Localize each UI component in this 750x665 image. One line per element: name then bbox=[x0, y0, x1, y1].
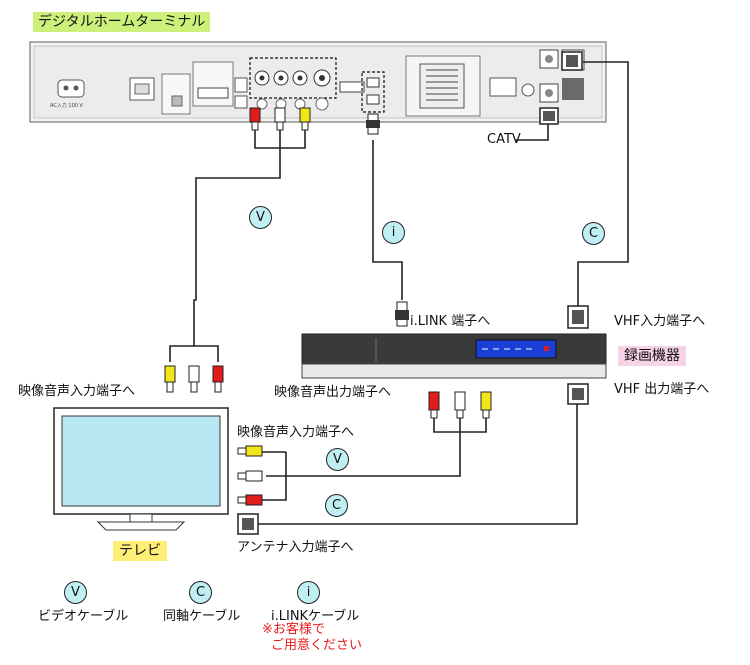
legend-video-badge: V bbox=[64, 581, 87, 604]
rca-plugs-recorder bbox=[428, 391, 492, 419]
rca-plugs-terminal bbox=[249, 107, 311, 131]
coax-cable-terminal-recorder bbox=[577, 61, 629, 306]
av-out-label: 映像音声出力端子へ bbox=[274, 385, 392, 400]
tv-av-in-label: 映像音声入力端子へ bbox=[237, 425, 355, 440]
recorder-label: 録画機器 bbox=[618, 346, 686, 366]
vhf-in-label: VHF入力端子へ bbox=[614, 314, 706, 329]
coax-cable-badge-lower: C bbox=[325, 494, 348, 517]
coax-plug-catv bbox=[539, 107, 559, 125]
ilink-cable-badge: i bbox=[382, 221, 405, 244]
note-line-1: ※お客様で bbox=[262, 622, 325, 637]
ilink-port-label: i.LINK 端子へ bbox=[410, 314, 491, 329]
video-cable-badge: V bbox=[249, 206, 272, 229]
ilink-cable bbox=[372, 140, 403, 300]
tv-label: テレビ bbox=[113, 541, 167, 561]
tv-device bbox=[53, 407, 229, 531]
note-line-2: ご用意ください bbox=[271, 638, 363, 653]
coax-cable-recorder-tv bbox=[258, 404, 578, 525]
antenna-in-label: アンテナ入力端子へ bbox=[237, 540, 354, 555]
rca-plugs-tv-side bbox=[237, 445, 263, 506]
recorder-device bbox=[301, 333, 607, 379]
coax-plug-terminal bbox=[561, 51, 583, 71]
vhf-out-label: VHF 出力端子へ bbox=[614, 382, 710, 397]
legend-ilink-label: i.LINKケーブル bbox=[271, 609, 360, 624]
legend-video-label: ビデオケーブル bbox=[38, 609, 129, 624]
ilink-plug-recorder bbox=[395, 301, 409, 327]
video-cable-terminal-tv bbox=[169, 128, 306, 362]
catv-cable bbox=[516, 120, 549, 141]
video-cable-badge-lower: V bbox=[326, 448, 349, 471]
ilink-plug-terminal bbox=[366, 113, 380, 135]
coax-plug-tv bbox=[237, 513, 259, 535]
legend-ilink-badge: i bbox=[297, 581, 320, 604]
coax-plug-recorder-in bbox=[567, 305, 589, 329]
catv-label: CATV bbox=[487, 132, 521, 147]
terminal-rear-panel: AC入力 100 V bbox=[29, 41, 607, 123]
legend-coax-badge: C bbox=[189, 581, 212, 604]
legend-coax-label: 同軸ケーブル bbox=[163, 609, 241, 624]
cables bbox=[169, 61, 629, 525]
coax-plug-recorder-out bbox=[567, 383, 589, 405]
tv-av-in-label-top: 映像音声入力端子へ bbox=[18, 384, 136, 399]
svg-text:AC入力 100 V: AC入力 100 V bbox=[50, 102, 84, 109]
video-cable-recorder-tv bbox=[262, 414, 487, 501]
coax-cable-badge: C bbox=[582, 222, 605, 245]
page-title: デジタルホームターミナル bbox=[33, 12, 211, 32]
rca-plugs-tv-top bbox=[164, 365, 224, 393]
